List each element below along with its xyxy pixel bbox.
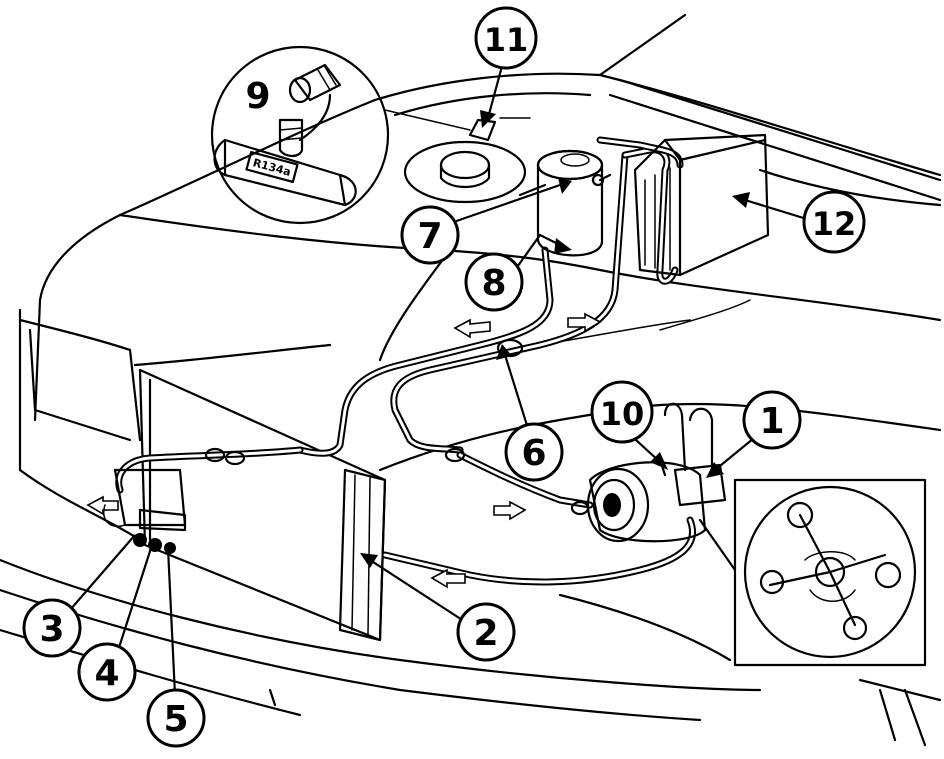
callout-2-label: 2 bbox=[473, 613, 498, 654]
flow-arrow-left-icon bbox=[453, 318, 491, 339]
compressor bbox=[586, 402, 727, 543]
callout-1-label: 1 bbox=[759, 401, 784, 442]
callout-8-label: 8 bbox=[481, 263, 506, 304]
leader-lines bbox=[69, 54, 811, 696]
callout-7: 7 bbox=[400, 205, 460, 265]
callout-7-label: 7 bbox=[417, 216, 442, 257]
flow-arrow-right-icon bbox=[567, 312, 602, 333]
pressure-switches bbox=[103, 468, 187, 554]
callout-11-label: 11 bbox=[484, 21, 529, 59]
callout-12-label: 12 bbox=[812, 205, 857, 243]
callout-10-label: 10 bbox=[600, 395, 645, 433]
callout-3: 3 bbox=[22, 598, 82, 658]
callout-4: 4 bbox=[77, 642, 137, 702]
callout-3-label: 3 bbox=[39, 609, 64, 650]
callout-10: 10 bbox=[590, 380, 654, 444]
callout-9: 9 bbox=[245, 76, 270, 117]
compressor-detail-inset bbox=[698, 478, 927, 667]
vehicle-body-outline bbox=[0, 13, 942, 747]
callout-4-label: 4 bbox=[94, 653, 119, 694]
callout-6-label: 6 bbox=[521, 433, 546, 474]
refrigerant-lines bbox=[115, 136, 696, 586]
callout-1: 1 bbox=[742, 390, 802, 450]
flow-arrow-right-icon bbox=[493, 500, 527, 521]
callout-5: 5 bbox=[146, 688, 206, 748]
flow-arrow-left-icon bbox=[430, 568, 466, 589]
callout-12: 12 bbox=[802, 190, 866, 254]
callout-2: 2 bbox=[456, 602, 516, 662]
evaporator-housing bbox=[633, 133, 770, 277]
reservoir-cap bbox=[403, 117, 531, 204]
callout-6: 6 bbox=[504, 422, 564, 482]
callout-5-label: 5 bbox=[163, 699, 188, 740]
accumulator bbox=[518, 149, 612, 257]
callout-8: 8 bbox=[464, 252, 524, 312]
callout-11: 11 bbox=[474, 6, 538, 70]
callout-9-label: 9 bbox=[245, 76, 270, 117]
